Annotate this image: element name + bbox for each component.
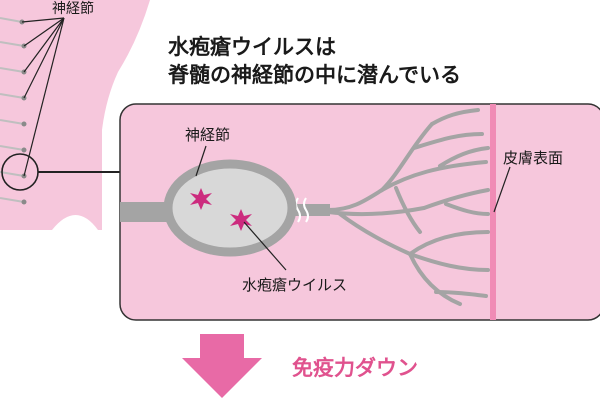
spinal-column — [0, 17, 25, 203]
virus-label: 水疱瘡ウイルス — [242, 276, 348, 294]
zoom-panel — [119, 103, 600, 321]
headline-line-2: 脊髄の神経節の中に潜んでいる — [168, 63, 461, 87]
immunity-down-label: 免疫力ダウン — [292, 356, 418, 380]
panel-label-pointers — [195, 145, 511, 271]
virus-star-icon — [190, 188, 252, 231]
ganglion-body — [163, 159, 297, 257]
headline-line-1: 水疱瘡ウイルスは — [168, 35, 336, 59]
skin-surface-label: 皮膚表面 — [503, 149, 564, 167]
body-silhouette — [0, 0, 160, 230]
headline: 水疱瘡ウイルスは 脊髄の神経節の中に潜んでいる — [168, 33, 461, 89]
skin-surface-edge — [490, 104, 496, 320]
ganglion-label: 神経節 — [185, 126, 231, 144]
nerve-branches — [326, 108, 490, 306]
top-label-pointers — [21, 17, 65, 177]
spinal-ganglion-dots — [19, 19, 27, 205]
nerve-break — [295, 197, 309, 223]
down-arrow-icon — [182, 334, 262, 398]
top-ganglion-label: 神経節 — [52, 1, 94, 17]
